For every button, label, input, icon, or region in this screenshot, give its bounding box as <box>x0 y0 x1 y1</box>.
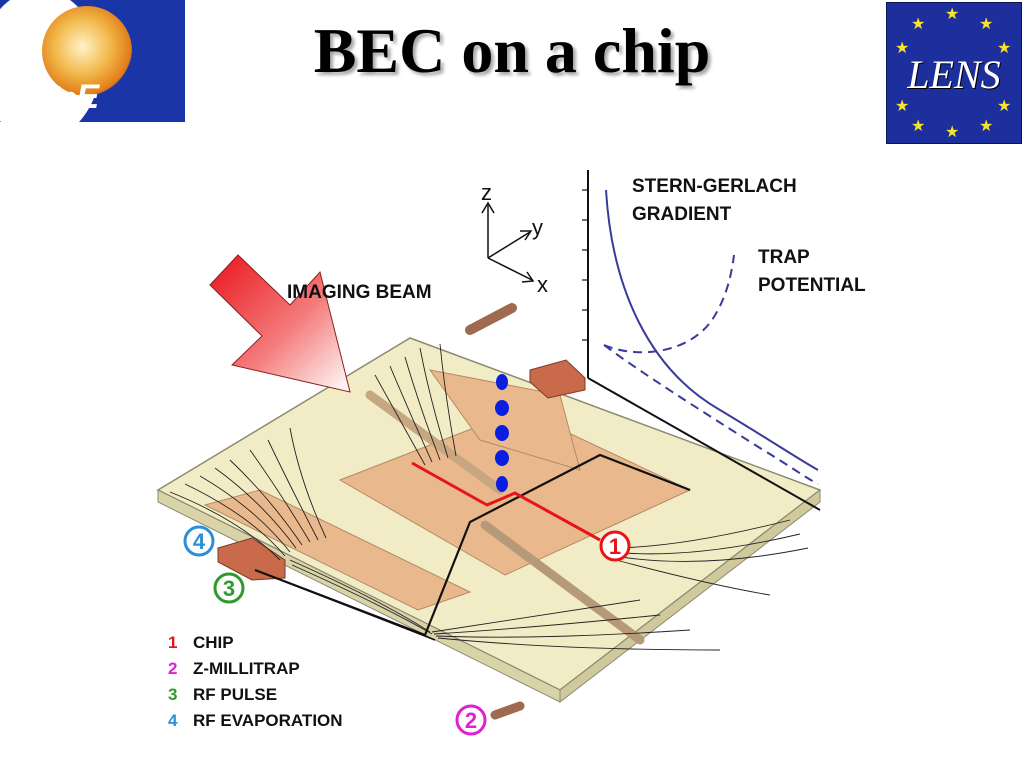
axis-y-label: y <box>532 215 543 240</box>
trap-potential-projection <box>603 344 819 485</box>
chip-diagram: IMAGING BEAM z y x STERN-GERLACH GRADIEN… <box>156 170 866 736</box>
star-icon: ★ <box>997 98 1012 115</box>
star-icon: ★ <box>945 124 960 141</box>
copper-structure <box>428 369 581 471</box>
marker-2-number: 2 <box>465 708 477 733</box>
atom-cloud <box>496 476 508 492</box>
black-z-wire <box>267 574 436 641</box>
star-icon: ★ <box>997 40 1012 57</box>
legend: 1 CHIP 2 Z-MILLITRAP 3 RF PULSE 4 RF EVA… <box>168 633 343 730</box>
stern-gerlach-label-line2: GRADIENT <box>632 204 732 225</box>
imaging-beam-label: IMAGING BEAM <box>287 282 432 303</box>
marker-2: 2 <box>455 704 487 736</box>
star-icon: ★ <box>979 118 994 135</box>
atom-cloud <box>495 425 509 441</box>
axis-z-label: z <box>481 180 492 205</box>
axis-x-label: x <box>537 272 548 297</box>
slide-title: BEC on a chip <box>313 15 711 86</box>
star-icon: ★ <box>895 40 910 57</box>
millitrap-rod <box>465 303 517 335</box>
stern-gerlach-label-line1: STERN-GERLACH <box>632 176 797 197</box>
legend-label: Z-MILLITRAP <box>193 659 300 678</box>
marker-4: 4 <box>183 525 215 557</box>
legend-label: RF PULSE <box>193 685 277 704</box>
stern-gerlach-curve <box>605 189 819 471</box>
legend-number: 4 <box>168 711 178 730</box>
millitrap-rod <box>365 390 505 495</box>
logo-left-text: D•E <box>40 78 100 116</box>
marker-3: 3 <box>213 572 245 604</box>
copper-block <box>217 537 286 581</box>
millitrap-rod <box>490 701 525 720</box>
wire-bundle <box>169 343 809 651</box>
marker-1-number: 1 <box>609 534 621 559</box>
legend-number: 3 <box>168 685 177 704</box>
copper-structure <box>203 489 472 611</box>
atom-cloud <box>496 374 508 390</box>
copper-block <box>529 359 586 399</box>
lens-logo: ★ ★ ★ ★ ★ ★ ★ ★ ★ ★ LENS <box>886 2 1022 144</box>
legend-label: CHIP <box>193 633 234 652</box>
star-icon: ★ <box>911 16 926 33</box>
logo-swirl <box>42 6 132 96</box>
marker-4-number: 4 <box>193 529 206 554</box>
imaging-beam-arrow <box>209 254 351 393</box>
trap-potential-curve <box>603 254 735 354</box>
legend-number: 1 <box>168 633 177 652</box>
marker-3-number: 3 <box>223 576 235 601</box>
logo-right-text: LENS <box>907 52 1001 97</box>
legend-number: 2 <box>168 659 177 678</box>
trap-potential-label-line2: POTENTIAL <box>758 275 866 296</box>
coordinate-axes <box>481 201 535 283</box>
atom-cloud <box>495 400 509 416</box>
marker-1: 1 <box>599 530 631 562</box>
millitrap-rod <box>480 520 645 645</box>
trap-potential-label-line1: TRAP <box>758 247 810 268</box>
star-icon: ★ <box>911 118 926 135</box>
star-icon: ★ <box>945 6 960 23</box>
doe-logo: D•E <box>0 0 185 122</box>
potential-plot <box>582 170 821 511</box>
legend-label: RF EVAPORATION <box>193 711 343 730</box>
star-icon: ★ <box>895 98 910 115</box>
star-icon: ★ <box>979 16 994 33</box>
chip-wire-red <box>411 461 601 542</box>
atom-cloud <box>495 450 509 466</box>
